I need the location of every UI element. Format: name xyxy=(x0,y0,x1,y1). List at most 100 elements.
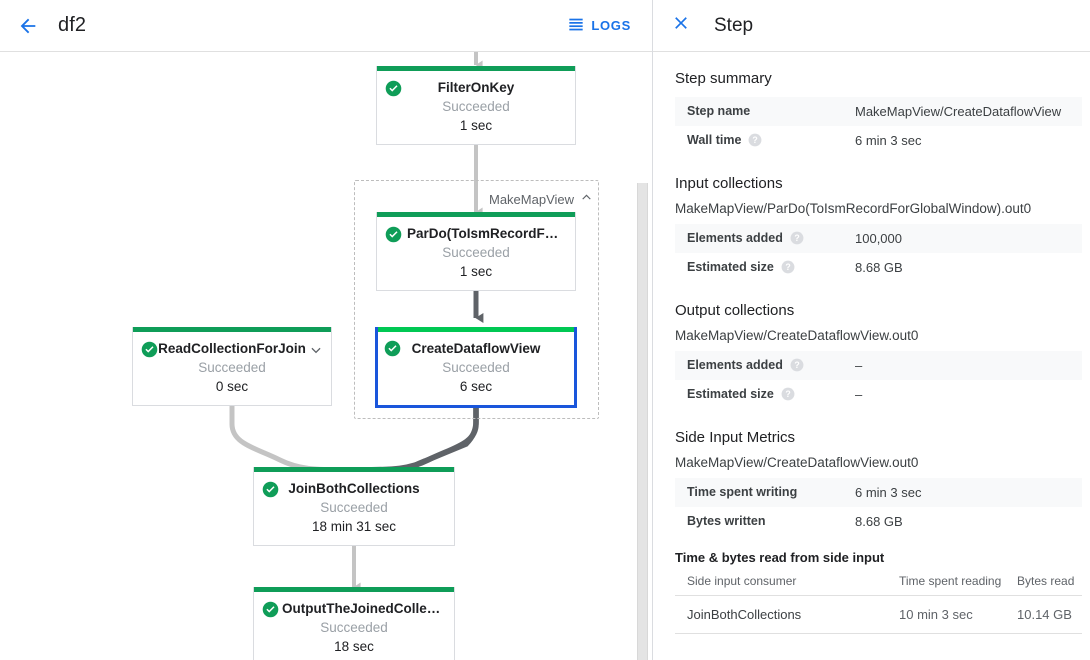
node-time: 1 sec xyxy=(459,118,493,133)
graph-node-read-collection-for-join[interactable]: ReadCollectionForJoin Succeeded 0 sec xyxy=(132,327,332,406)
node-status-bar xyxy=(378,327,574,332)
node-title: CreateDataflowView xyxy=(411,341,541,356)
node-time: 18 min 31 sec xyxy=(311,519,397,534)
node-status: Succeeded xyxy=(198,360,266,375)
node-title: FilterOnKey xyxy=(437,80,515,95)
node-status: Succeeded xyxy=(320,620,388,635)
node-title: ParDo(ToIsmRecordFor… xyxy=(407,226,565,241)
node-body: JoinBothCollections Succeeded 18 min 31 … xyxy=(254,472,454,545)
svg-text:?: ? xyxy=(785,262,790,272)
table-row: Time spent writing 6 min 3 sec xyxy=(675,478,1082,507)
row-value: – xyxy=(843,351,1082,380)
node-status: Succeeded xyxy=(442,99,510,114)
help-icon[interactable]: ? xyxy=(790,231,804,245)
section-side-input-metrics: Side Input Metrics MakeMapView/CreateDat… xyxy=(675,429,1082,536)
svg-text:?: ? xyxy=(794,233,799,243)
group-box-makemapview[interactable] xyxy=(354,180,599,419)
section-heading: Side Input Metrics xyxy=(675,429,796,446)
collection-name: MakeMapView/CreateDataflowView.out0 xyxy=(675,328,919,343)
node-status: Succeeded xyxy=(442,360,510,375)
node-time: 18 sec xyxy=(334,639,374,654)
step-details-panel: Step Step summary Step name MakeMapView/… xyxy=(653,0,1090,660)
table-row: Wall time? 6 min 3 sec xyxy=(675,126,1082,155)
node-title: ReadCollectionForJoin xyxy=(158,341,306,356)
close-panel-button[interactable] xyxy=(661,6,701,46)
table-row: JoinBothCollections 10 min 3 sec 10.14 G… xyxy=(675,595,1082,634)
help-icon[interactable]: ? xyxy=(790,358,804,372)
row-value: 8.68 GB xyxy=(855,260,903,275)
row-key: Estimated size? xyxy=(675,253,843,282)
help-icon[interactable]: ? xyxy=(781,387,795,401)
node-status: Succeeded xyxy=(442,245,510,260)
table-row: Elements added? 100,000 xyxy=(675,224,1082,253)
node-body: FilterOnKey Succeeded 1 sec xyxy=(377,71,575,144)
node-body: CreateDataflowView Succeeded 6 sec xyxy=(378,332,574,405)
row-key: Wall time? xyxy=(675,126,843,155)
row-key: Step name xyxy=(675,97,843,126)
node-title: JoinBothCollections xyxy=(288,481,420,496)
top-app-bar: df2 LOGS xyxy=(0,0,653,52)
graph-node-create-dataflow-view[interactable]: CreateDataflowView Succeeded 6 sec xyxy=(375,327,577,408)
section-side-input-reads: Time & bytes read from side input Side i… xyxy=(675,550,1082,634)
section-heading: Input collections xyxy=(675,175,783,192)
row-value: 6 min 3 sec xyxy=(855,133,922,148)
back-button[interactable] xyxy=(6,4,50,48)
chevron-down-icon[interactable] xyxy=(309,343,323,357)
input-collections-table: Elements added? 100,000 Estimated size? … xyxy=(675,224,1082,282)
group-label-text: MakeMapView xyxy=(489,191,575,207)
check-circle-icon xyxy=(385,80,402,97)
row-value: – xyxy=(855,387,863,402)
collection-name: MakeMapView/CreateDataflowView.out0 xyxy=(675,455,919,470)
row-value: 8.68 GB xyxy=(855,514,903,529)
graph-node-output-the-joined-collection[interactable]: OutputTheJoinedCollec… Succeeded 18 sec xyxy=(253,587,455,660)
help-icon[interactable]: ? xyxy=(781,260,795,274)
svg-text:?: ? xyxy=(785,389,790,399)
cell-bytes: 10.14 GB xyxy=(1005,595,1082,634)
table-row: Step name MakeMapView/CreateDataflowView xyxy=(675,97,1082,126)
panel-title: Step xyxy=(714,14,754,36)
job-graph-canvas[interactable]: MakeMapView FilterOnKey Succeeded 1 sec xyxy=(0,52,653,660)
check-circle-icon xyxy=(385,226,402,243)
graph-pane: df2 LOGS xyxy=(0,0,653,660)
node-body: OutputTheJoinedCollec… Succeeded 18 sec xyxy=(254,592,454,660)
graph-node-pardo-toismrecord[interactable]: ParDo(ToIsmRecordFor… Succeeded 1 sec xyxy=(376,212,576,291)
section-heading: Output collections xyxy=(675,302,795,319)
row-key-label: Elements added xyxy=(687,231,783,245)
section-output-collections: Output collections MakeMapView/CreateDat… xyxy=(675,302,1082,409)
pane-divider xyxy=(652,0,653,660)
section-input-collections: Input collections MakeMapView/ParDo(ToIs… xyxy=(675,175,1082,282)
group-label-makemapview[interactable]: MakeMapView xyxy=(489,191,593,207)
logs-button[interactable]: LOGS xyxy=(564,10,635,41)
row-key: Estimated size? xyxy=(675,380,843,409)
graph-node-join-both-collections[interactable]: JoinBothCollections Succeeded 18 min 31 … xyxy=(253,467,455,546)
row-key-label: Step name xyxy=(687,104,751,118)
table-body: JoinBothCollections 10 min 3 sec 10.14 G… xyxy=(675,595,1082,634)
column-header-consumer[interactable]: Side input consumer xyxy=(675,567,887,596)
node-status-bar xyxy=(254,467,454,472)
step-summary-table: Step name MakeMapView/CreateDataflowView… xyxy=(675,97,1082,155)
table-row: Estimated size? 8.68 GB xyxy=(675,253,1082,282)
section-heading: Step summary xyxy=(675,70,772,87)
collection-name: MakeMapView/ParDo(ToIsmRecordForGlobalWi… xyxy=(675,201,1032,216)
graph-vertical-scrollbar[interactable] xyxy=(637,52,648,660)
close-icon xyxy=(671,13,691,38)
column-header-time[interactable]: Time spent reading xyxy=(887,567,1005,596)
cell-consumer: JoinBothCollections xyxy=(675,595,887,634)
logs-button-label: LOGS xyxy=(591,18,631,33)
scrollbar-thumb[interactable] xyxy=(637,183,648,660)
column-header-bytes[interactable]: Bytes read xyxy=(1005,567,1082,596)
check-circle-icon xyxy=(262,481,279,498)
node-time: 6 sec xyxy=(459,379,493,394)
graph-node-filter-on-key[interactable]: FilterOnKey Succeeded 1 sec xyxy=(376,66,576,145)
node-time: 0 sec xyxy=(215,379,249,394)
help-icon[interactable]: ? xyxy=(748,133,762,147)
side-input-metrics-table: Time spent writing 6 min 3 sec Bytes wri… xyxy=(675,478,1082,536)
section-step-summary: Step summary Step name MakeMapView/Creat… xyxy=(675,70,1082,155)
row-key: Elements added? xyxy=(675,224,843,253)
node-status: Succeeded xyxy=(320,500,388,515)
table-header-row: Side input consumer Time spent reading B… xyxy=(675,567,1082,596)
row-key-label: Estimated size xyxy=(687,387,774,401)
row-value: MakeMapView/CreateDataflowView xyxy=(843,97,1082,126)
node-status-bar xyxy=(133,327,331,332)
